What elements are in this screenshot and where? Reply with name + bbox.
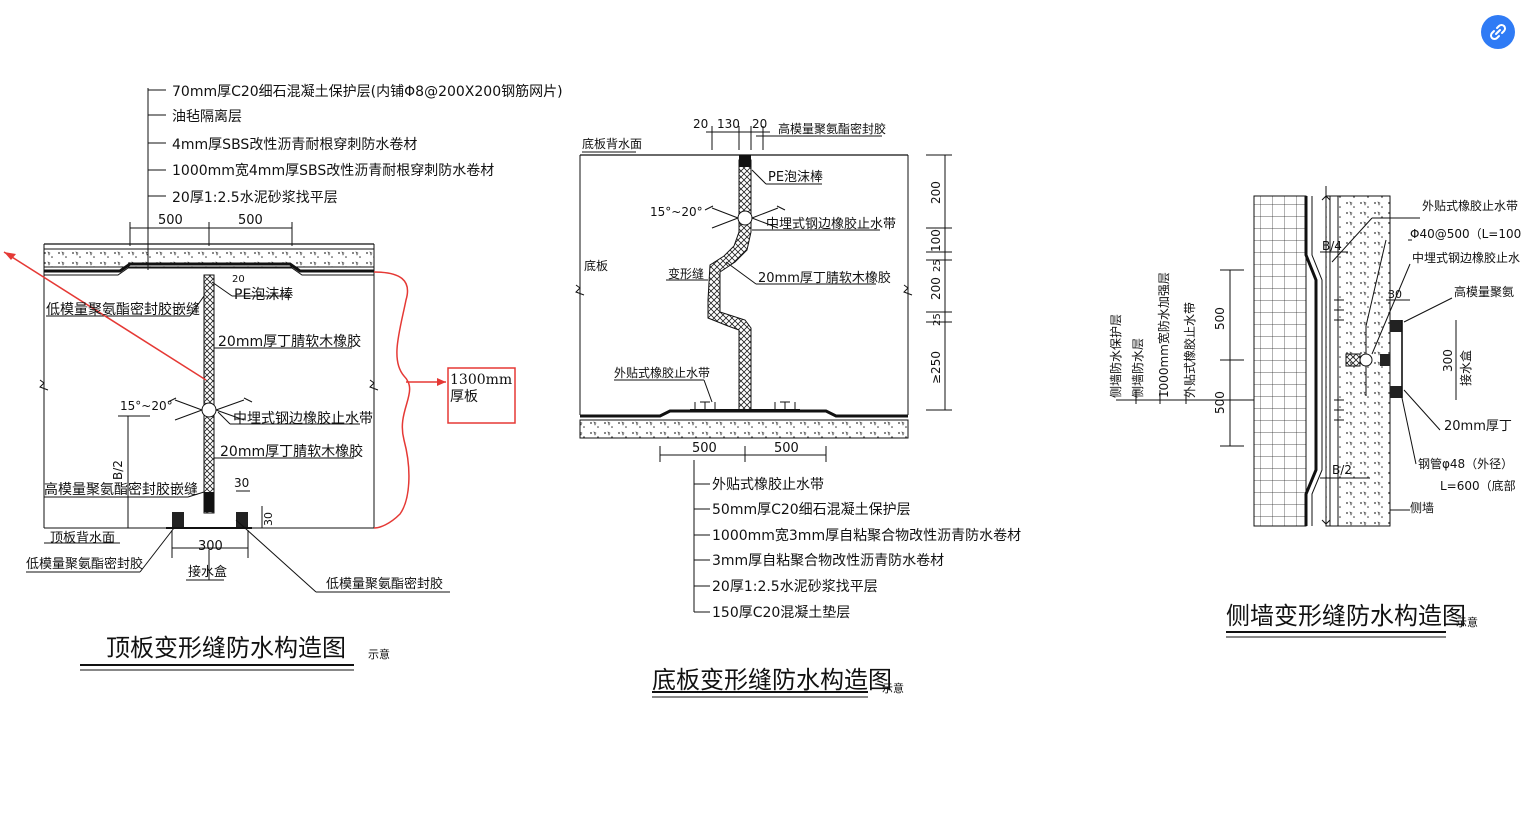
left-label-2: 侧墙防水层	[1130, 338, 1145, 398]
floor-slab-labels: 20 130 20 高模量聚氨酯密封胶 底板背水面 PE泡沫棒 15°~20° …	[582, 117, 1021, 695]
roof-slab-note: 示意	[368, 647, 390, 661]
right-label-3: 中埋式钢边橡胶止水	[1412, 250, 1520, 265]
drip-box-label: 接水盒	[188, 564, 227, 580]
roof-slab-title: 顶板变形缝防水构造图	[106, 634, 346, 662]
side-wall-title: 侧墙变形缝防水构造图	[1226, 602, 1466, 630]
dim-500-left: 500	[158, 213, 183, 228]
layer-2: 油毡隔离层	[172, 108, 242, 125]
dim-20: 20	[232, 274, 245, 285]
dim-right-4: 200	[929, 277, 943, 300]
link-icon	[1489, 23, 1507, 41]
floor-slab-diagram	[575, 126, 952, 698]
drip-box-label: 接水盒	[1458, 350, 1473, 386]
dim-30: 30	[234, 476, 249, 490]
layer-1: 外贴式橡胶止水带	[712, 476, 824, 493]
ext-waterstop-label: 外贴式橡胶止水带	[614, 365, 710, 380]
pe-rod-label: PE泡沫棒	[768, 170, 823, 185]
low-mod-glue-label-2: 低模量聚氨酯密封胶	[326, 576, 443, 592]
dim-top-2: 130	[717, 117, 740, 131]
b4-label: B/4	[1322, 239, 1342, 253]
left-label-3: 1000mm宽防水加强层	[1156, 272, 1171, 398]
dim-top-1: 20	[693, 117, 708, 131]
dim-top-3: 20	[752, 117, 767, 131]
dim-500-right: 500	[774, 441, 799, 456]
angle-label: 15°~20°	[120, 399, 173, 413]
bottom-face-label: 顶板背水面	[50, 531, 115, 546]
back-face-label: 底板背水面	[582, 136, 642, 151]
dim-right-3: 25	[932, 259, 943, 272]
side-wall-diagram	[1116, 186, 1457, 638]
side-wall-labels: 侧墙防水保护层 侧墙防水层 1000mm宽防水加强层 外贴式橡胶止水带 B/4 …	[1108, 198, 1521, 630]
joint-label: 变形缝	[668, 266, 704, 281]
red-annotation	[3, 251, 516, 529]
dim-500-left: 500	[692, 441, 717, 456]
right-label-5: 20mm厚丁	[1444, 419, 1512, 434]
high-mod-seal-label: 高模量聚氨酯密封胶嵌缝	[44, 481, 198, 498]
dim-right-5: 25	[932, 313, 943, 326]
right-label-4: 高模量聚氨	[1454, 284, 1514, 299]
dim-30-vertical: 30	[262, 512, 275, 526]
rubber-label: 20mm厚丁腈软木橡胶	[758, 270, 891, 286]
right-label-8: 侧墙	[1410, 501, 1434, 515]
right-label-2: Φ40@500（L=100	[1410, 227, 1521, 241]
annotation-line-1: 1300mm	[450, 372, 512, 388]
angle-label: 15°~20°	[650, 205, 703, 219]
layer-4: 3mm厚自粘聚合物改性沥青防水卷材	[712, 553, 944, 569]
slab-label: 底板	[584, 258, 608, 273]
dim-500b: 500	[1213, 391, 1227, 414]
left-label-4: 外贴式橡胶止水带	[1182, 302, 1197, 398]
high-mod-seal-label: 高模量聚氨酯密封胶	[778, 121, 886, 136]
layer-5: 20厚1:2.5水泥砂浆找平层	[172, 190, 338, 206]
dim-300: 300	[1441, 349, 1455, 372]
share-link-button[interactable]	[1481, 15, 1515, 49]
floor-slab-note: 示意	[882, 681, 904, 695]
low-mod-seal-label: 低模量聚氨酯密封胶嵌缝	[46, 301, 200, 318]
layer-5: 20厚1:2.5水泥砂浆找平层	[712, 579, 878, 595]
annotation-line-2: 厚板	[450, 389, 478, 405]
b2-label: B/2	[111, 460, 125, 480]
rubber-label-1: 20mm厚丁腈软木橡胶	[218, 333, 361, 350]
roof-slab-labels: 70mm厚C20细石混凝土保护层(内铺Φ8@200X200钢筋网片) 油毡隔离层…	[26, 83, 563, 662]
dim-30: 30	[1388, 288, 1402, 301]
left-label-1: 侧墙防水保护层	[1108, 314, 1123, 398]
layer-2: 50mm厚C20细石混凝土保护层	[712, 502, 911, 518]
layer-3: 4mm厚SBS改性沥青耐根穿刺防水卷材	[172, 137, 417, 153]
right-label-7: L=600（底部	[1440, 478, 1516, 493]
roof-slab-diagram	[26, 88, 450, 671]
pe-rod-label: PE泡沫棒	[234, 287, 293, 303]
dim-right-6: ≥250	[929, 351, 943, 384]
dim-right-2: 100	[929, 229, 943, 252]
layer-6: 150厚C20混凝土垫层	[712, 605, 850, 621]
side-wall-note: 示意	[1456, 615, 1478, 629]
b2-label: B/2	[1332, 463, 1352, 477]
layer-1: 70mm厚C20细石混凝土保护层(内铺Φ8@200X200钢筋网片)	[172, 83, 563, 100]
rubber-label-2: 20mm厚丁腈软木橡胶	[220, 443, 363, 460]
low-mod-glue-label: 低模量聚氨酯密封胶	[26, 556, 143, 572]
waterstop-label: 中埋式钢边橡胶止水带	[233, 410, 373, 427]
layer-4: 1000mm宽4mm厚SBS改性沥青耐根穿刺防水卷材	[172, 162, 494, 179]
dim-300: 300	[198, 539, 223, 554]
right-label-1: 外贴式橡胶止水带	[1422, 198, 1518, 213]
dim-500-right: 500	[238, 213, 263, 228]
waterstop-label: 中埋式钢边橡胶止水带	[766, 216, 896, 232]
dim-500a: 500	[1213, 307, 1227, 330]
dim-right-1: 200	[929, 181, 943, 204]
floor-slab-title: 底板变形缝防水构造图	[652, 666, 892, 694]
right-label-6: 钢管φ48（外径）	[1418, 456, 1513, 471]
layer-3: 1000mm宽3mm厚自粘聚合物改性沥青防水卷材	[712, 527, 1021, 544]
